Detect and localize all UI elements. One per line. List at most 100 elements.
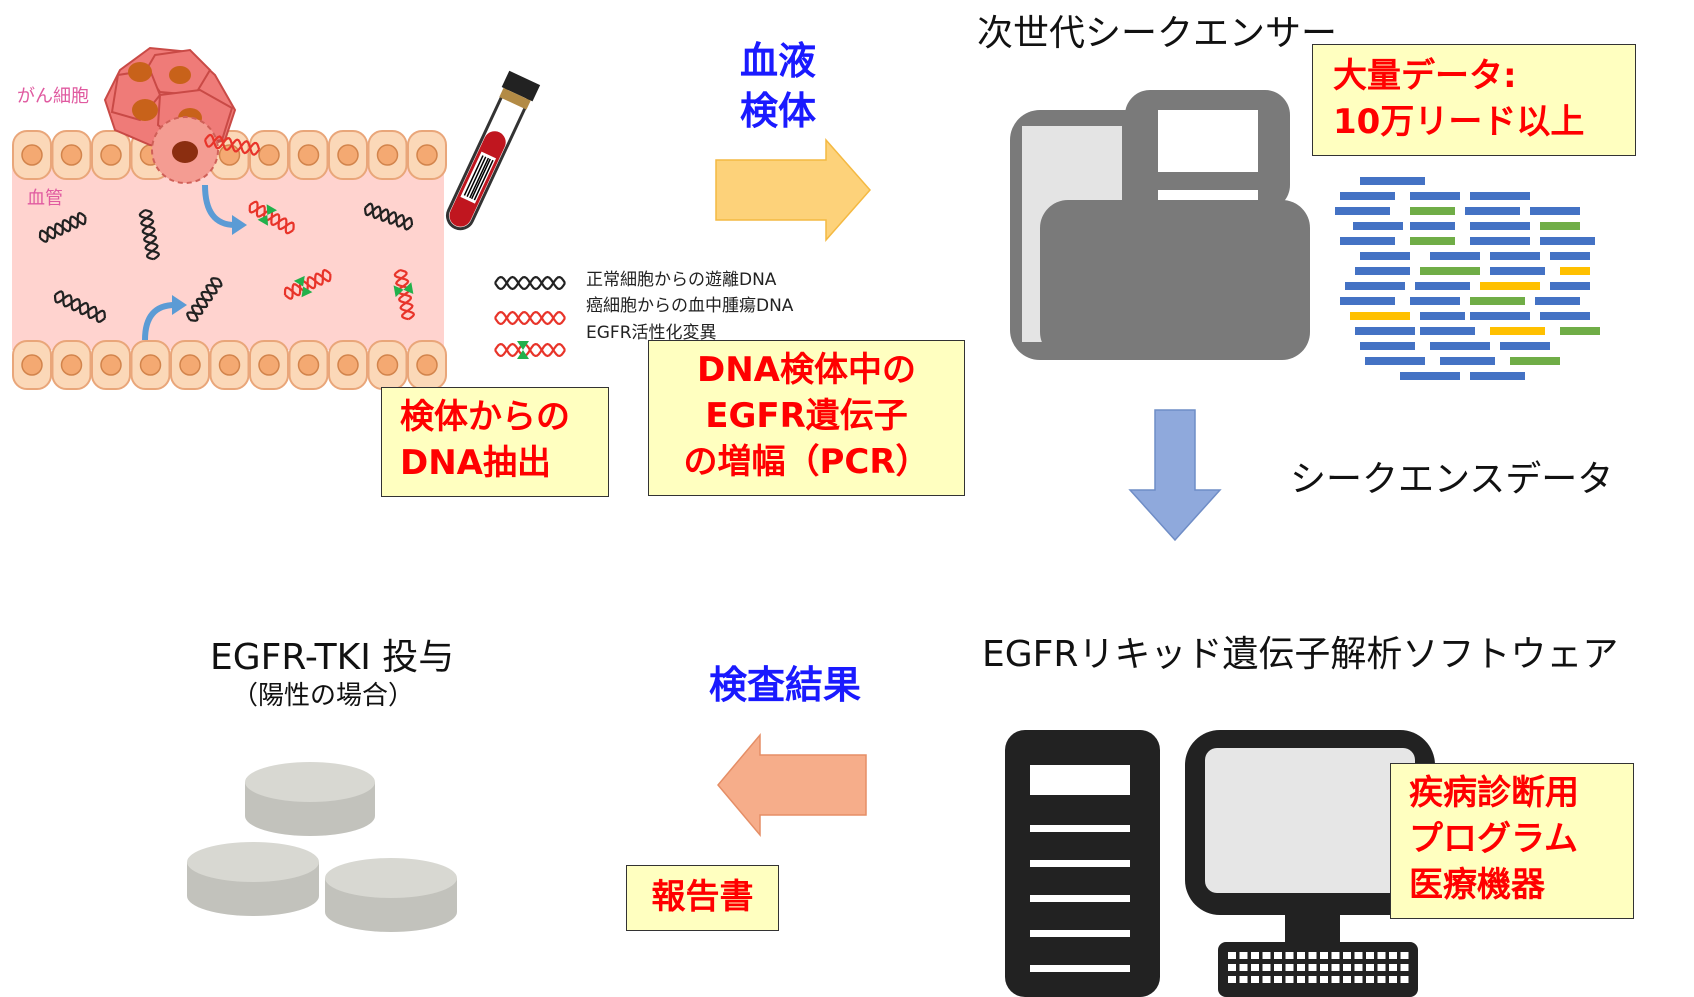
sequence-read: [1420, 327, 1475, 335]
arrow-down-sequence: [1128, 409, 1222, 542]
sequence-data-label: シークエンスデータ: [1290, 459, 1614, 500]
sequence-read: [1465, 207, 1520, 215]
legend-normal-helix: [494, 275, 566, 291]
sequence-read: [1490, 252, 1540, 260]
note-dna-extraction-line1: 検体からの: [400, 397, 570, 437]
legend-helices: [494, 275, 566, 359]
dna-normal-2: [138, 208, 161, 261]
sequence-read: [1353, 222, 1403, 230]
vessel-wall-bottom: [12, 340, 447, 390]
sequence-read: [1530, 207, 1580, 215]
note-pcr: DNA検体中の EGFR遺伝子 の増幅（PCR）: [648, 340, 965, 496]
dna-tumor-release: [203, 133, 261, 156]
sequence-read: [1410, 192, 1460, 200]
sequence-read: [1335, 207, 1390, 215]
sequence-read: [1360, 252, 1410, 260]
blood-sample-label: 血液 検体: [718, 36, 838, 136]
sequence-read: [1360, 177, 1425, 185]
dna-normal-3: [363, 202, 414, 231]
blood-tube-icon: [445, 70, 541, 231]
sequence-read: [1350, 312, 1410, 320]
note-big-data-line2: 10万リード以上: [1333, 102, 1585, 142]
sequence-read: [1415, 282, 1470, 290]
sequence-read: [1410, 222, 1455, 230]
sequence-read: [1470, 372, 1525, 380]
sequence-read: [1355, 267, 1410, 275]
blood-sample-line1: 血液: [739, 39, 816, 83]
test-result-label: 検査結果: [708, 663, 861, 707]
note-big-data: 大量データ: 10万リード以上: [1312, 44, 1636, 156]
dna-normal-5: [186, 277, 223, 322]
legend-label-tumor: 癌細胞からの血中腫瘍DNA: [586, 296, 794, 316]
dna-tumor-2: [283, 268, 332, 300]
blood-vessel-label: 血管: [27, 188, 63, 209]
sequence-read: [1470, 297, 1525, 305]
sequence-read: [1340, 192, 1395, 200]
sequence-read: [1540, 222, 1580, 230]
sequence-read: [1470, 192, 1530, 200]
dna-tumor-1: [248, 200, 295, 235]
sequence-read: [1420, 312, 1465, 320]
sequence-read: [1535, 297, 1580, 305]
sequence-read: [1560, 267, 1590, 275]
note-dna-extraction: 検体からの DNA抽出: [381, 387, 609, 497]
pill-top: [245, 762, 375, 836]
sequence-read: [1400, 372, 1460, 380]
sequence-read: [1500, 342, 1550, 350]
sequence-read: [1510, 357, 1560, 365]
sequence-read: [1490, 327, 1545, 335]
sequence-read: [1340, 297, 1395, 305]
sequence-read: [1550, 252, 1590, 260]
dna-helices: [38, 133, 416, 324]
dna-tumor-3: [393, 268, 416, 321]
sequence-read: [1440, 357, 1495, 365]
sequence-read: [1420, 267, 1480, 275]
pill-left: [187, 842, 319, 916]
sequence-read: [1540, 312, 1590, 320]
dna-normal-1: [38, 211, 87, 243]
sequence-read: [1355, 327, 1415, 335]
legend-mutation-helix: [494, 341, 566, 359]
blood-vessel-illustration: [12, 130, 447, 390]
computer-icon: [1005, 730, 1435, 997]
pills-icon: [187, 762, 457, 932]
legend-label-mutation: EGFR活性化変異: [586, 323, 717, 343]
arrow-right-blood: [715, 138, 871, 242]
note-dna-extraction-line2: DNA抽出: [400, 443, 551, 483]
treatment-title: EGFR-TKI 投与: [210, 637, 455, 678]
note-medical-device-line1: 疾病診断用: [1409, 773, 1579, 813]
legend-tumor-helix: [494, 310, 566, 326]
sequence-read: [1550, 282, 1590, 290]
sequence-read: [1480, 282, 1540, 290]
note-medical-device-line3: 医療機器: [1409, 865, 1545, 905]
treatment-subtitle: （陽性の場合）: [232, 681, 415, 711]
cancer-cell-label: がん細胞: [17, 86, 89, 107]
sequencer-icon: [1010, 90, 1310, 360]
legend-label-normal: 正常細胞からの遊離DNA: [586, 270, 777, 290]
note-pcr-line3: の増幅（PCR）: [683, 442, 930, 482]
sequence-read: [1365, 357, 1425, 365]
sequence-read: [1470, 312, 1530, 320]
release-arrow-2: [142, 295, 187, 341]
note-medical-device: 疾病診断用 プログラム 医療機器: [1390, 763, 1634, 919]
pill-right: [325, 858, 457, 932]
note-big-data-line1: 大量データ:: [1333, 56, 1517, 96]
sequencer-title: 次世代シークエンサー: [977, 13, 1338, 54]
note-pcr-line2: EGFR遺伝子: [705, 396, 908, 436]
sequence-read: [1470, 222, 1530, 230]
cancer-cell-cluster: [103, 46, 237, 184]
sequence-read: [1430, 252, 1480, 260]
note-report: 報告書: [626, 865, 779, 931]
sequence-reads: [1335, 177, 1600, 380]
note-medical-device-line2: プログラム: [1409, 819, 1578, 859]
note-pcr-line1: DNA検体中の: [697, 350, 916, 390]
arrow-left-result: [717, 732, 867, 838]
sequence-read: [1560, 327, 1600, 335]
sequence-read: [1360, 342, 1415, 350]
dna-normal-4: [53, 290, 106, 324]
sequence-read: [1410, 237, 1455, 245]
sequence-read: [1430, 342, 1490, 350]
sequence-read: [1410, 297, 1460, 305]
